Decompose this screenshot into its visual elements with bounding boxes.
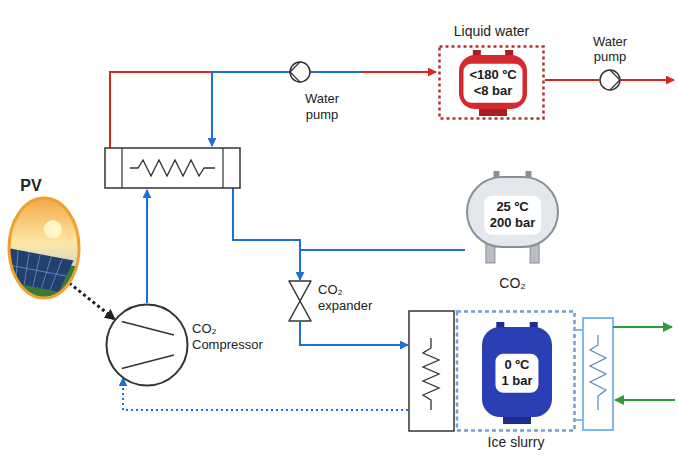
cold-outlet <box>613 326 672 328</box>
heat-exchanger <box>105 148 240 188</box>
component-label: CO₂ Compressor <box>192 321 268 352</box>
label-plate: 25 ºC200 bar <box>484 196 542 235</box>
pv-panel-outline <box>7 196 81 300</box>
cold-water-inlet <box>311 71 362 73</box>
cold-heat-exchanger <box>583 318 613 430</box>
condition-text: 25 ºC <box>490 199 536 215</box>
compressor-outline <box>105 303 189 387</box>
condition-text: 0 ºC <box>501 357 532 373</box>
condition-text: <8 bar <box>469 83 516 99</box>
cold-water-pipe <box>212 72 289 146</box>
heat-exchanger-coil <box>130 160 215 176</box>
component-label: Water pump <box>582 34 638 65</box>
co2-tank: 25 ºC200 barCO₂ <box>465 165 560 265</box>
pipe-connector <box>69 283 115 319</box>
hot-water-tank: <180 ºC<8 bar <box>457 50 529 116</box>
pipe-connector <box>300 250 465 280</box>
cold-heat-exchanger-coil <box>590 335 606 410</box>
expander-valve: CO₂ expander <box>288 280 312 322</box>
label-plate: 0 ºC1 bar <box>495 354 538 393</box>
hot-water-outlet <box>621 79 674 81</box>
cold-return <box>615 399 675 401</box>
component-label: CO₂ <box>499 275 525 292</box>
label-plate: <180 ºC<8 bar <box>463 64 522 103</box>
co2-hot-pipe <box>146 190 148 303</box>
co2-cooled-pipe <box>233 188 300 250</box>
pipe-connector <box>300 322 408 345</box>
hot-water-pipe <box>110 72 436 148</box>
pv-panel: PV <box>7 196 81 300</box>
component-label: PV <box>20 176 41 195</box>
heat-exchanger-wall <box>122 148 223 188</box>
component-label: CO₂ expander <box>318 282 382 313</box>
water-pump: Water pump <box>289 61 311 83</box>
expander-valve-outline <box>288 280 312 322</box>
condition-text: 1 bar <box>501 373 532 389</box>
condition-text: 200 bar <box>490 215 536 231</box>
condition-text: <180 ºC <box>469 67 516 83</box>
pipe-connector <box>545 79 599 81</box>
component-label: Ice slurry <box>488 434 545 451</box>
water-pump-outline <box>599 69 621 91</box>
component-label: Water pump <box>297 91 347 122</box>
ice-slurry-tank: 0 ºC1 bar <box>480 322 554 424</box>
pipe-connector <box>123 378 408 410</box>
storage-region: Liquid water<180 ºC<8 bar <box>438 45 545 120</box>
component-label: Liquid water <box>454 23 530 40</box>
compressor: CO₂ Compressor <box>105 303 189 387</box>
storage-region: Ice slurry0 ºC1 bar <box>408 310 576 432</box>
brine-pipe <box>576 330 583 420</box>
water-pump: Water pump <box>599 69 621 91</box>
water-pump-outline <box>289 61 311 83</box>
